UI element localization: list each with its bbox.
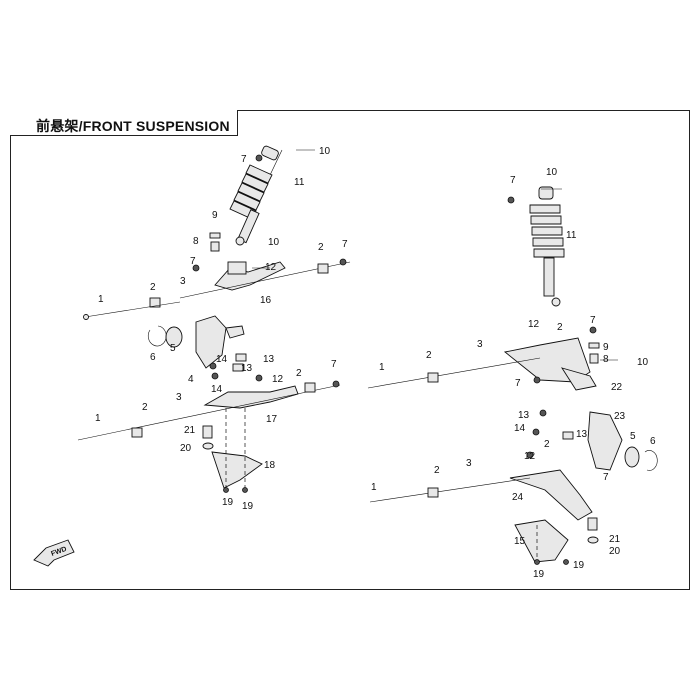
right-skid-plate <box>514 519 569 565</box>
callout-label: 13 <box>576 429 588 440</box>
callout-label: 22 <box>611 382 623 393</box>
diagram-frame <box>10 110 690 590</box>
callout-label: 3 <box>477 339 483 350</box>
left-shock-absorber <box>229 145 283 246</box>
callout-label: 13 <box>241 363 253 374</box>
callout-label: 10 <box>319 146 331 157</box>
callout-label: 5 <box>170 343 176 354</box>
callout-label: 21 <box>184 425 196 436</box>
callout-label: 2 <box>318 242 324 253</box>
callout-label: 9 <box>212 210 218 221</box>
left-upper-bolt <box>83 301 181 320</box>
callout-label: 3 <box>180 276 186 287</box>
callout-label: 2 <box>296 368 302 379</box>
left-lower-a-arm <box>77 374 341 441</box>
callout-label: 14 <box>514 423 526 434</box>
callout-label: 4 <box>188 374 194 385</box>
callout-label: 11 <box>566 230 577 241</box>
callout-label: 13 <box>518 410 530 421</box>
right-shock-absorber <box>529 186 565 307</box>
right-fasteners <box>507 188 618 440</box>
callout-label: 7 <box>331 359 337 370</box>
callout-label: 7 <box>190 256 196 267</box>
callout-label: 9 <box>603 342 609 353</box>
callout-label: 7 <box>510 175 516 186</box>
callout-label: 2 <box>142 402 148 413</box>
callout-label: 3 <box>466 458 472 469</box>
callout-label: 7 <box>342 239 348 250</box>
callout-label: 1 <box>95 413 101 424</box>
callout-label: 19 <box>222 497 234 508</box>
callout-label: 1 <box>371 482 377 493</box>
left-fasteners <box>192 149 315 380</box>
callout-label: 12 <box>265 262 277 273</box>
callout-label: 8 <box>603 354 609 365</box>
callout-label: 2 <box>434 465 440 476</box>
callout-label: 8 <box>193 236 199 247</box>
callout-label: 18 <box>264 460 276 471</box>
callout-label: 6 <box>650 436 656 447</box>
left-callouts: 7 10 11 9 8 7 10 12 2 7 3 2 1 16 5 6 4 1… <box>95 146 348 512</box>
callout-label: 6 <box>150 352 156 363</box>
callout-label: 19 <box>533 569 545 580</box>
callout-label: 2 <box>557 322 563 333</box>
callout-label: 19 <box>573 560 585 571</box>
callout-label: 21 <box>609 534 621 545</box>
callout-label: 10 <box>546 167 558 178</box>
callout-label: 12 <box>272 374 284 385</box>
callout-label: 5 <box>630 431 636 442</box>
callout-label: 13 <box>263 354 275 365</box>
callout-label: 7 <box>241 154 247 165</box>
left-ball-joint <box>202 425 214 450</box>
callout-label: 20 <box>180 443 192 454</box>
callout-label: 19 <box>242 501 254 512</box>
callout-label: 16 <box>260 295 272 306</box>
callout-label: 12 <box>528 319 540 330</box>
callout-label: 7 <box>603 472 609 483</box>
callout-label: 3 <box>176 392 182 403</box>
right-lower-a-arm <box>369 451 599 544</box>
callout-label: 7 <box>590 315 596 326</box>
title-box <box>10 110 238 136</box>
left-knuckle <box>147 315 245 369</box>
fwd-arrow-icon: FWD <box>33 539 75 567</box>
callout-label: 17 <box>266 414 278 425</box>
callout-label: 14 <box>216 354 228 365</box>
callout-label: 14 <box>211 384 223 395</box>
left-upper-a-arm <box>149 258 351 308</box>
callout-label: 12 <box>524 451 536 462</box>
callout-label: 2 <box>150 282 156 293</box>
callout-label: 10 <box>637 357 649 368</box>
callout-label: 10 <box>268 237 280 248</box>
callout-label: 2 <box>426 350 432 361</box>
callout-label: 15 <box>514 536 526 547</box>
right-callouts: 10 7 11 12 2 7 3 2 1 9 8 10 7 22 13 23 1… <box>371 167 656 580</box>
callout-label: 24 <box>512 492 524 503</box>
left-skid-plate <box>211 408 263 493</box>
callout-label: 2 <box>544 439 550 450</box>
callout-label: 7 <box>515 378 521 389</box>
page-title: 前悬架/FRONT SUSPENSION <box>36 118 230 134</box>
callout-label: 1 <box>98 294 104 305</box>
callout-label: 23 <box>614 411 626 422</box>
right-knuckle <box>587 411 658 471</box>
callout-label: 20 <box>609 546 621 557</box>
callout-label: 11 <box>294 177 305 188</box>
callout-label: 1 <box>379 362 385 373</box>
